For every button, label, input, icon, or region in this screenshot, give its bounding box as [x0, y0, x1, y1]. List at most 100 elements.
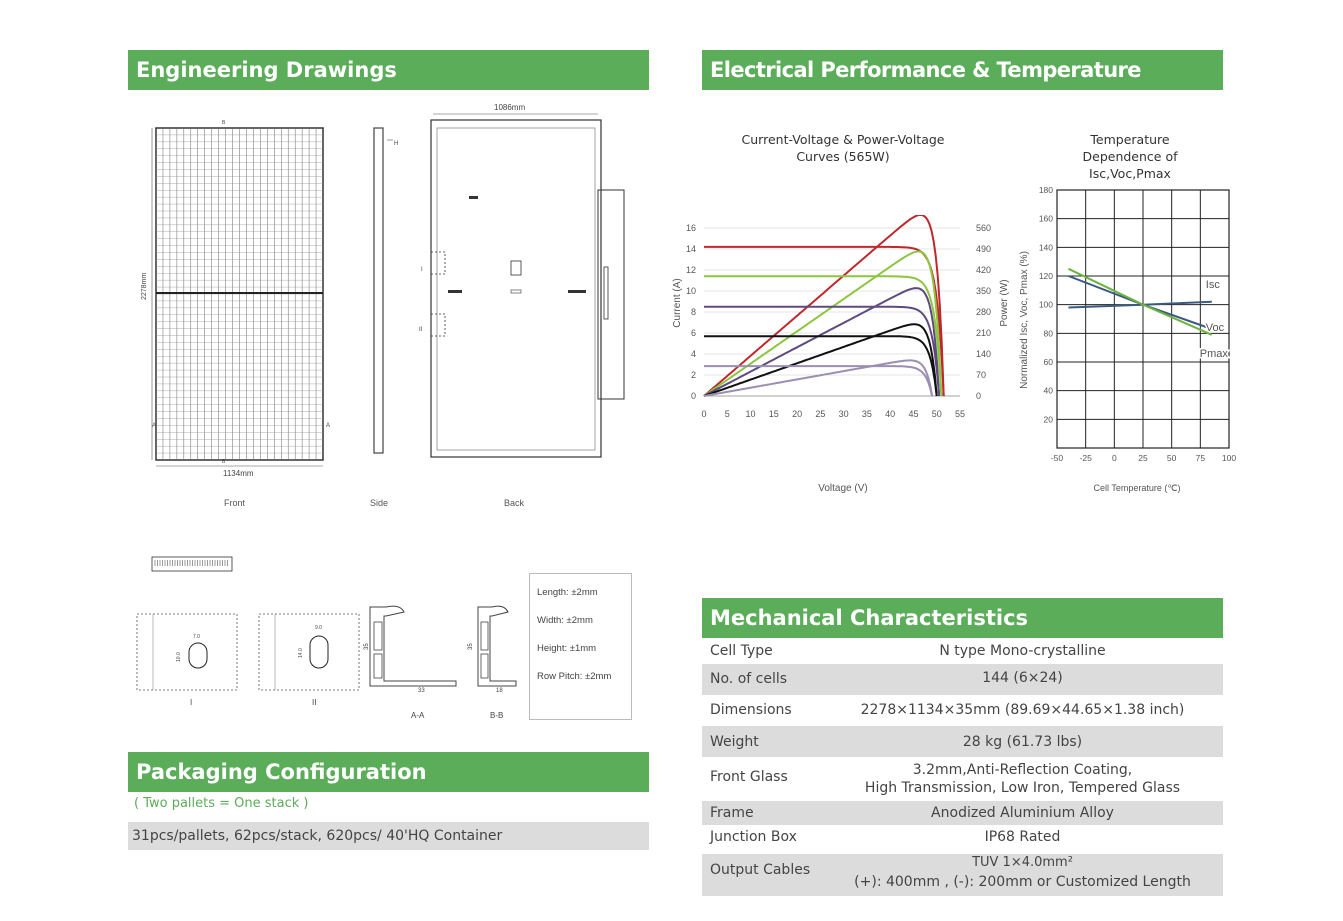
iv-y2tick: 490 [976, 244, 991, 254]
front-label-a-right: A [326, 423, 330, 429]
temp-ytick: 120 [1039, 271, 1053, 281]
temp-ytick: 20 [1044, 414, 1054, 424]
iv-xtick: 55 [955, 409, 965, 419]
iv-y2tick: 140 [976, 349, 991, 359]
temp-chart-title: Temperature Dependence of Isc,Voc,Pmax [1082, 132, 1178, 181]
iv-chart-title: Current-Voltage & Power-Voltage Curves (… [741, 132, 945, 164]
iv-xtick: 40 [885, 409, 895, 419]
frame-bb-height: 35 [468, 643, 474, 650]
iv-ytick: 2 [691, 370, 696, 380]
tolerance-box: Length: ±2mm Width: ±2mm Height: ±1mm Ro… [529, 573, 632, 720]
back-label-ii: II [419, 327, 423, 333]
iv-current-curve-0 [704, 245, 945, 397]
back-caption: Back [504, 498, 525, 508]
iv-y2tick: 560 [976, 223, 991, 233]
iv-current-curve-2 [704, 305, 941, 397]
iv-ytick: 6 [691, 328, 696, 338]
mech-value: TUV 1×4.0mm² [972, 855, 1073, 870]
mech-key: Junction Box [710, 829, 797, 845]
iv-xtick: 0 [701, 409, 706, 419]
hole-i-width: 7.0 [193, 634, 200, 640]
temp-xlabel: Cell Temperature (℃) [1094, 483, 1181, 493]
front-caption: Front [224, 498, 246, 508]
temp-xtick: 25 [1138, 453, 1148, 463]
iv-ytick: 14 [686, 244, 696, 254]
iv-power-curve-3 [703, 323, 938, 397]
iv-current-curve-4 [704, 365, 934, 397]
engineering-drawings-header: Engineering Drawings [128, 50, 649, 90]
temp-ylabel: Normalized Isc, Voc, Pmax (%) [1019, 251, 1030, 389]
frame-aa-caption: A-A [411, 711, 425, 720]
iv-y2label: Power (W) [999, 279, 1010, 326]
iv-xlabel: Voltage (V) [818, 483, 867, 494]
front-label-b-top: B [222, 120, 226, 126]
mech-row-front-glass: Front Glass 3.2mm,Anti-Reflection Coatin… [702, 758, 1223, 798]
mech-value: 144 (6×24) [982, 670, 1063, 686]
engineering-drawings-svg: 2278mm 1134mm B B A A H 1086mm I II Fron… [141, 103, 625, 508]
mech-row-weight: Weight 28 kg (61.73 lbs) [702, 726, 1223, 757]
iv-ytick: 16 [686, 223, 696, 233]
mechanical-characteristics-header: Mechanical Characteristics [702, 598, 1223, 638]
back-view: 1086mm I II [419, 103, 625, 458]
mech-row-frame: Frame Anodized Aluminium Alloy [702, 801, 1223, 825]
iv-power-curve-0 [703, 215, 945, 397]
temp-ytick: 60 [1044, 357, 1054, 367]
mech-key: Frame [710, 805, 754, 821]
mech-value: 3.2mm,Anti-Reflection Coating, [912, 762, 1133, 778]
hole-ii-height: 14.0 [298, 648, 304, 658]
mech-value: 28 kg (61.73 lbs) [962, 734, 1083, 750]
iv-xtick: 30 [839, 409, 849, 419]
mech-key: Output Cables [710, 862, 811, 878]
front-view: 2278mm 1134mm B B A A [141, 120, 330, 478]
temp-line-pmax [1068, 267, 1213, 336]
iv-y2tick: 280 [976, 307, 991, 317]
detail-ii-caption: II [312, 698, 316, 707]
detail-i-caption: I [190, 698, 192, 707]
detail-drawings-svg: 7.0 10.0 I 9.0 14.0 II 35 33 A-A 35 18 B… [136, 556, 517, 720]
iv-ytick: 10 [686, 286, 696, 296]
mech-row-output-cables: Output Cables TUV 1×4.0mm² (+): 400mm , … [702, 854, 1223, 896]
iv-current-curve-3 [704, 335, 938, 397]
mech-value-line2: High Transmission, Low Iron, Tempered Gl… [864, 780, 1181, 796]
iv-ytick: 8 [691, 307, 696, 317]
tolerance-row-pitch: Row Pitch: ±2mm [537, 671, 612, 682]
mech-key: Cell Type [710, 643, 773, 659]
iv-current-curve-1 [704, 275, 943, 397]
temp-xtick: 50 [1167, 453, 1177, 463]
frame-aa-width: 33 [418, 688, 425, 694]
temp-xtick: 75 [1196, 453, 1206, 463]
frame-bb-caption: B-B [490, 711, 503, 720]
tolerance-width: Width: ±2mm [537, 615, 593, 626]
mech-value: Anodized Aluminium Alloy [931, 805, 1114, 821]
iv-ylabel: Current (A) [672, 278, 683, 327]
back-label-i: I [421, 267, 423, 273]
iv-xtick: 10 [746, 409, 756, 419]
mech-row-dimensions: Dimensions 2278×1134×35mm (89.69×44.65×1… [702, 696, 1223, 725]
temp-xtick: -25 [1080, 453, 1093, 463]
iv-y2tick: 420 [976, 265, 991, 275]
hole-i-height: 10.0 [176, 652, 182, 662]
side-view: H [373, 127, 398, 454]
mech-key: Weight [710, 734, 759, 750]
iv-xtick: 5 [725, 409, 730, 419]
mech-value: IP68 Rated [984, 829, 1061, 845]
mech-row-junction-box: Junction Box IP68 Rated [702, 826, 1223, 852]
packaging-detail: 31pcs/pallets, 62pcs/stack, 620pcs/ 40'H… [128, 822, 649, 850]
temp-ytick: 140 [1039, 242, 1053, 252]
temp-xtick: -50 [1051, 453, 1064, 463]
mech-value: 2278×1134×35mm (89.69×44.65×1.38 inch) [860, 702, 1185, 718]
iv-power-curve-1 [703, 250, 943, 397]
temp-ytick: 160 [1039, 214, 1053, 224]
frame-bb-width: 18 [496, 688, 503, 694]
back-width-dim: 1086mm [494, 103, 525, 112]
temp-legend-voc: Voc [1206, 322, 1225, 334]
side-label-h: H [394, 141, 398, 147]
packaging-note: ( Two pallets = One stack ) [134, 796, 309, 811]
temp-legend-isc: Isc [1206, 279, 1221, 291]
iv-ytick: 0 [691, 391, 696, 401]
iv-ytick: 12 [686, 265, 696, 275]
temp-ytick: 40 [1044, 386, 1054, 396]
hole-ii-width: 9.0 [315, 625, 322, 631]
mech-row-no-of-cells: No. of cells 144 (6×24) [702, 664, 1223, 695]
mech-value-line2: (+): 400mm , (-): 200mm or Customized Le… [854, 874, 1191, 890]
